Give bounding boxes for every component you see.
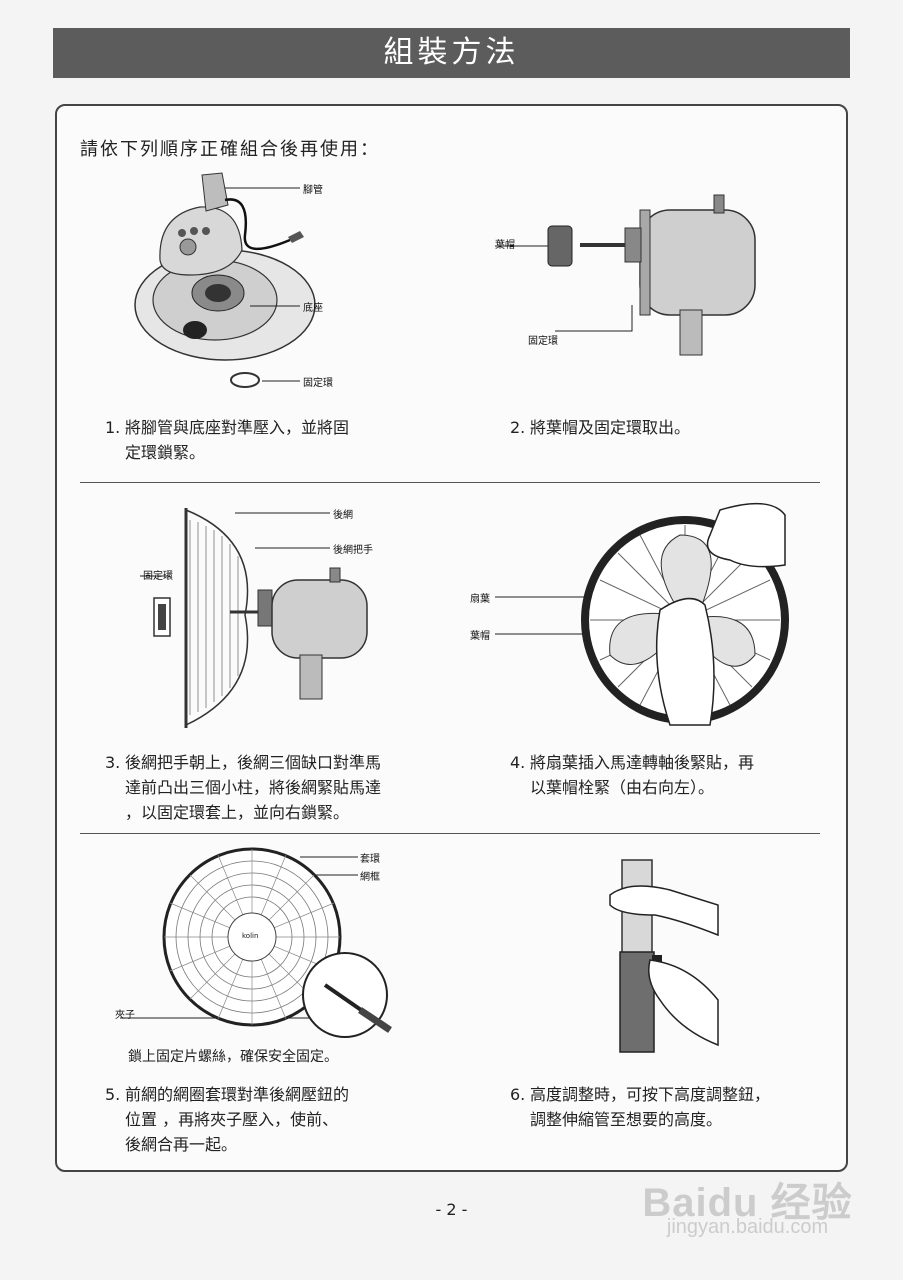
motor-cap-illustration — [547, 194, 756, 356]
section-divider — [80, 833, 820, 834]
label-rear-guard: 後網 — [333, 510, 353, 521]
label-guard-frame: 網框 — [360, 872, 380, 883]
label-fixing-ring: 固定環 — [528, 336, 558, 347]
intro-text: 請依下列順序正確組合後再使用： — [80, 139, 380, 160]
blade-install-illustration — [581, 502, 789, 726]
step-1-caption: 1.將腳管與底座對準壓入，並將固 定環鎖緊。 — [105, 418, 350, 462]
height-adjust-illustration — [609, 859, 719, 1053]
label-clip: 夾子 — [115, 1010, 135, 1021]
page-number: - 2 - — [435, 1200, 468, 1219]
base-assembly-illustration — [134, 172, 316, 388]
label-collar: 套環 — [360, 854, 380, 865]
label-blade-cap: 葉帽 — [495, 240, 515, 251]
step-3-caption: 3.後網把手朝上，後網三個缺口對準馬 達前凸出三個小柱，將後網緊貼馬達 ，以固定… — [105, 753, 382, 822]
watermark-url: jingyan.baidu.com — [666, 1216, 829, 1238]
label-foot-pipe: 腳管 — [303, 185, 323, 196]
label-blade-cap: 葉帽 — [470, 631, 490, 642]
page-title: 組裝方法 — [53, 28, 850, 78]
label-blade: 扇葉 — [470, 594, 490, 605]
screw-note: 鎖上固定片螺絲，確保安全固定。 — [128, 1049, 338, 1065]
step-4-caption: 4.將扇葉插入馬達轉軸後緊貼，再 以葉帽栓緊（由右向左）。 — [510, 753, 755, 797]
label-rear-guard-handle: 後網把手 — [333, 545, 373, 556]
watermark: Baidu 经验 jingyan.baidu.com — [640, 1170, 855, 1250]
section-divider — [80, 482, 820, 483]
brand-logo: kolin — [242, 932, 259, 940]
rear-guard-illustration — [153, 508, 368, 728]
label-fixing-ring: 固定環 — [143, 571, 173, 582]
label-base: 底座 — [303, 303, 323, 314]
step-5-caption: 5.前網的網圈套環對準後網壓鈕的 位置 ，再將夾子壓入，使前、 後網合再一起。 — [105, 1085, 350, 1154]
watermark-logo: Baidu 经验 — [642, 1181, 853, 1225]
step-6-caption: 6.高度調整時，可按下高度調整鈕， 調整伸縮管至想要的高度。 — [510, 1085, 771, 1129]
front-guard-illustration — [162, 847, 392, 1038]
step-2-caption: 2.將葉帽及固定環取出。 — [510, 418, 691, 437]
label-fixing-ring: 固定環 — [303, 378, 333, 389]
